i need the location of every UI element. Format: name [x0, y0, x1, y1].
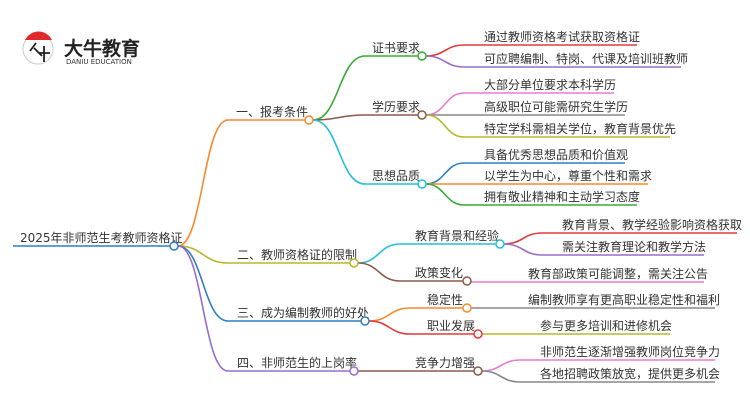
leaf-topic[interactable]: 拥有敬业精神和主动学习态度	[484, 189, 640, 204]
subtopic-connector	[357, 243, 500, 264]
leaf-topic[interactable]: 各地招聘政策放宽，提供更多机会	[540, 366, 720, 381]
leaf-connector	[425, 183, 637, 206]
branch-topic[interactable]: 三、成为编制教师的好处	[237, 305, 369, 320]
subtopic[interactable]: 稳定性	[427, 292, 463, 307]
leaf-topic[interactable]: 通过教师资格考试获取资格证	[484, 29, 640, 44]
branch-topic[interactable]: 一、报考条件	[236, 104, 308, 119]
subtopic-collapse-toggle[interactable]	[462, 276, 472, 286]
leaf-connector	[470, 281, 704, 283]
leaf-topic[interactable]: 具备优秀思想品质和价值观	[484, 147, 628, 162]
subtopic[interactable]: 竞争力增强	[415, 356, 475, 370]
leaf-topic[interactable]: 可应聘编制、特岗、代课及培训班教师	[484, 51, 688, 66]
logo-subtitle: DANIU EDUCATION	[66, 58, 132, 66]
subtopic-connector	[312, 55, 422, 121]
leaf-topic[interactable]: 编制教师享有更高职业稳定性和福利	[528, 292, 720, 307]
leaf-topic[interactable]: 以学生为中心，尊重个性和需求	[484, 168, 652, 183]
leaf-connector	[481, 370, 715, 383]
subtopic[interactable]: 教育背景和经验	[415, 228, 499, 243]
subtopic-connector	[312, 114, 422, 121]
subtopic-collapse-toggle[interactable]	[417, 51, 427, 61]
subtopic-collapse-toggle[interactable]	[495, 239, 505, 249]
subtopic-collapse-toggle[interactable]	[462, 303, 472, 313]
subtopic-connector	[357, 262, 467, 282]
subtopic-connector	[368, 307, 467, 322]
subtopic[interactable]: 政策变化	[415, 265, 463, 280]
subtopic[interactable]: 证书要求	[372, 41, 420, 55]
subtopic-connector	[312, 119, 422, 185]
logo-red-cap	[25, 31, 52, 40]
leaf-topic[interactable]: 特定学科需相关学位，教育背景优先	[484, 121, 676, 136]
leaf-topic[interactable]: 参与更多培训和进修机会	[540, 318, 672, 333]
leaf-topic[interactable]: 教育部政策可能调整，需关注公告	[528, 266, 708, 281]
root-collapse-toggle[interactable]	[169, 241, 179, 251]
leaf-topic[interactable]: 教育背景、教学经验影响资格获取	[562, 217, 742, 232]
subtopic-collapse-toggle[interactable]	[473, 329, 483, 339]
leaf-connector	[425, 55, 681, 68]
subtopic-connector	[368, 320, 478, 335]
branch-connector	[177, 245, 365, 322]
subtopic-collapse-toggle[interactable]	[417, 110, 427, 120]
leaf-topic[interactable]: 高级职位可能需研究生学历	[484, 99, 628, 114]
logo-name: 大牛教育	[64, 37, 140, 60]
branch-connector	[177, 245, 354, 372]
leaf-topic[interactable]: 大部分单位要求本科学历	[484, 77, 616, 92]
branch-collapse-toggle[interactable]	[349, 258, 359, 268]
logo: 大牛教育 DANIU EDUCATION	[22, 31, 140, 66]
branch-collapse-toggle[interactable]	[349, 366, 359, 376]
root-topic[interactable]: 2025年非师范生考教师资格证	[20, 230, 183, 245]
leaf-connector	[425, 114, 670, 138]
leaf-topic[interactable]: 非师范生逐渐增强教师岗位竞争力	[540, 344, 720, 359]
branch-topic[interactable]: 四、非师范生的上岗率	[237, 355, 357, 370]
subtopic-collapse-toggle[interactable]	[473, 366, 483, 376]
branch-topic[interactable]: 二、教师资格证的限制	[237, 247, 357, 262]
subtopic[interactable]: 职业发展	[427, 318, 475, 333]
subtopic-collapse-toggle[interactable]	[417, 179, 427, 189]
branch-connector	[177, 245, 354, 264]
branch-collapse-toggle[interactable]	[360, 316, 370, 326]
leaf-topic[interactable]: 需关注教育理论和教学方法	[562, 239, 706, 254]
branch-connector	[177, 119, 309, 247]
leaf-connector	[503, 243, 704, 256]
branch-collapse-toggle[interactable]	[304, 115, 314, 125]
subtopic[interactable]: 思想品质	[372, 168, 420, 183]
subtopic[interactable]: 学历要求	[372, 99, 420, 114]
logo-brush-icon	[29, 42, 50, 62]
